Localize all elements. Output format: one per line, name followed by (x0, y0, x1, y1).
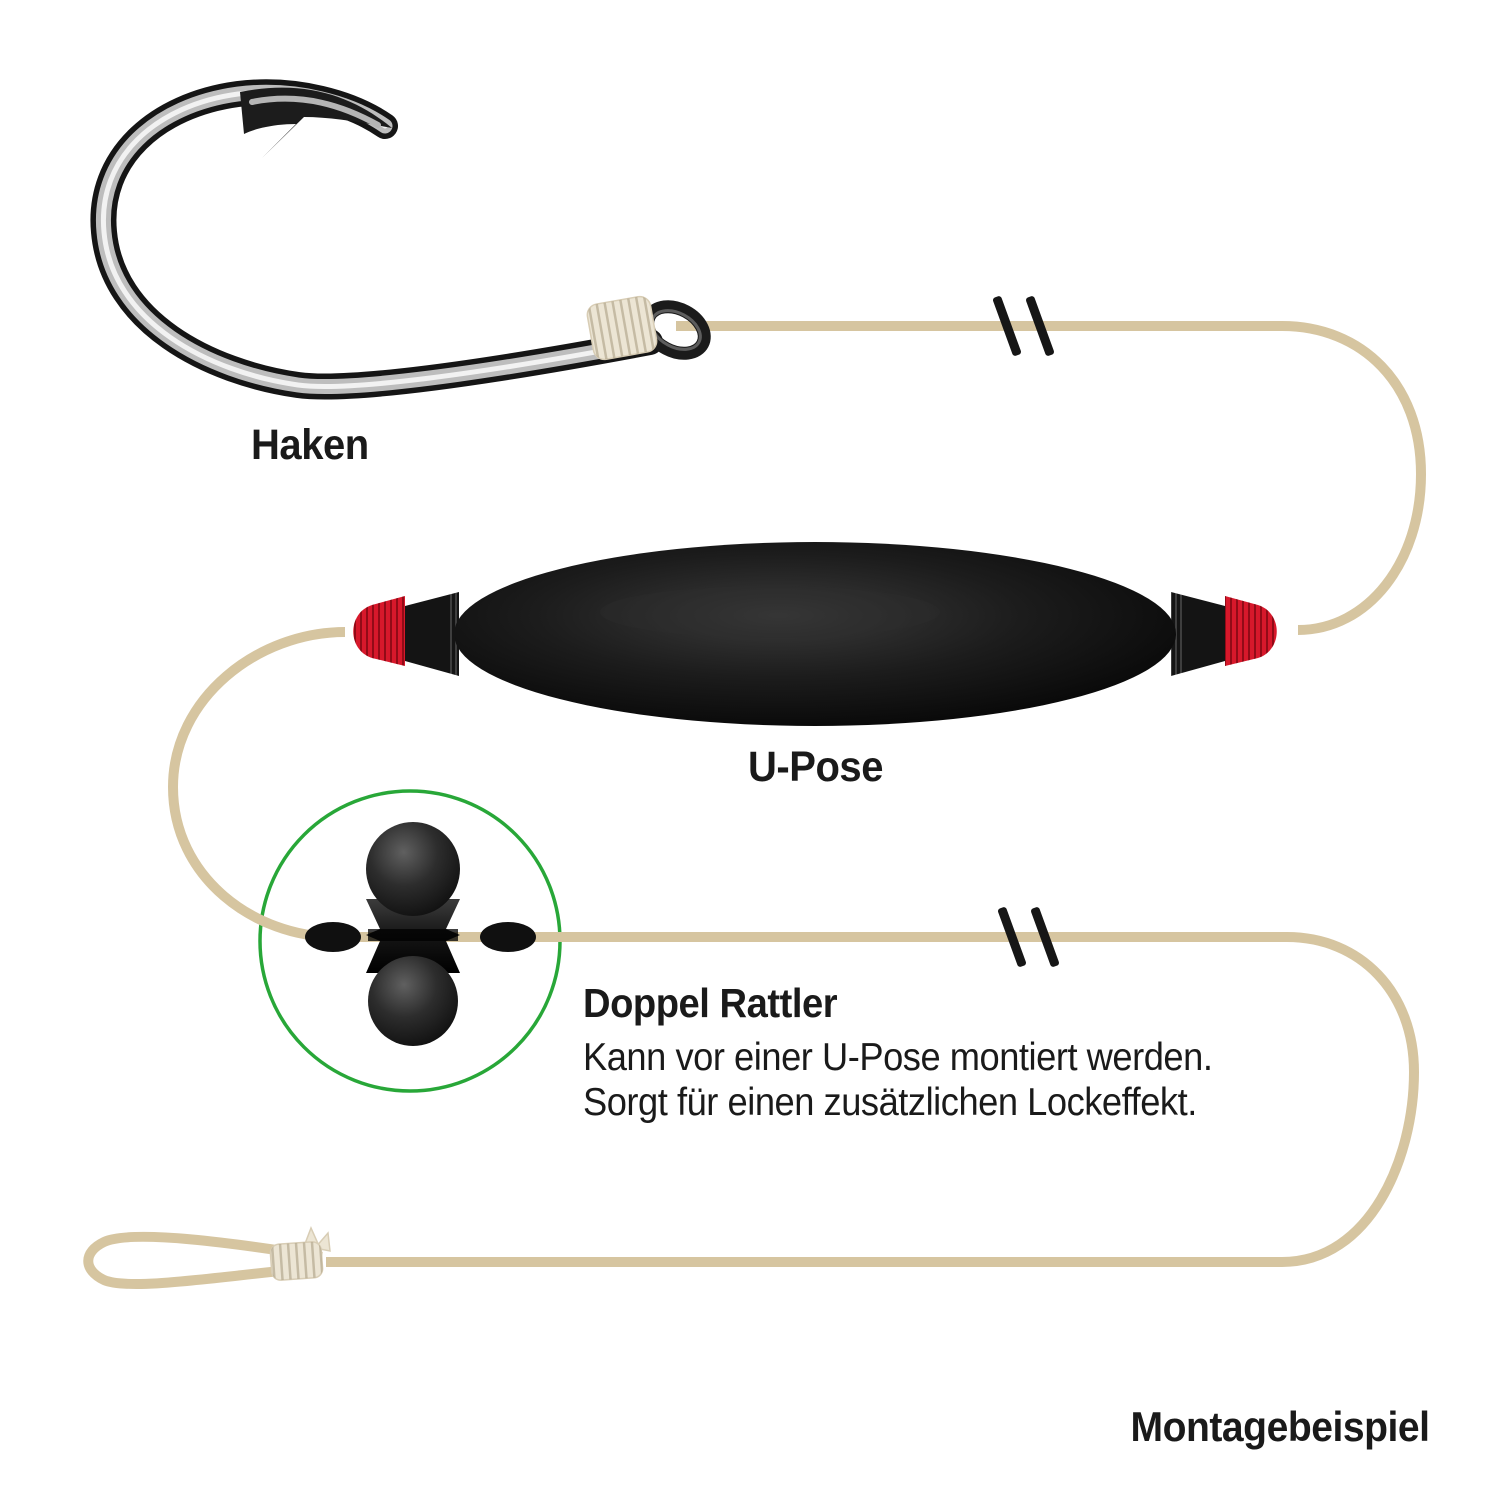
float-collar-left (405, 592, 459, 676)
loop-knot (269, 1226, 331, 1281)
leader-line-top (676, 321, 1427, 635)
stop-bead-left (305, 922, 361, 952)
rattler-ball-top (366, 822, 460, 916)
doppel-rattler (305, 822, 536, 1046)
hook-wire-steel (95, 84, 658, 394)
hook-point-barb (240, 87, 392, 158)
rattler-annotation-line-1: Kann vor einer U-Pose montiert werden. (583, 1036, 1213, 1079)
float-body (454, 542, 1176, 726)
hook-snell-knot (586, 295, 658, 361)
float-label: U-Pose (748, 743, 883, 791)
hook-point-shine (249, 95, 381, 128)
red-stopper-right (1225, 596, 1277, 666)
hook-label: Haken (251, 421, 369, 469)
caption-label: Montagebeispiel (1130, 1403, 1431, 1450)
leader-line-bottom (167, 627, 1420, 1267)
rattler-annotation: Doppel Rattler Kann vor einer U-Pose mon… (583, 980, 1213, 1125)
hook-illustration (90, 79, 711, 400)
rattler-line-channel (368, 929, 458, 941)
rattler-ball-bottom (368, 956, 458, 1046)
float-highlight (600, 586, 940, 638)
line-break-marks-bottom (998, 907, 1059, 967)
stop-bead-right (480, 922, 536, 952)
rattler-annotation-title: Doppel Rattler (583, 980, 838, 1026)
u-pose-float (353, 542, 1277, 726)
line-break-marks-top (993, 296, 1054, 356)
red-stopper-left (353, 596, 405, 666)
float-collar-right (1171, 592, 1225, 676)
line-end-loop (83, 1231, 323, 1289)
rattler-annotation-line-2: Sorgt für einen zusätzlichen Lockeffekt. (583, 1081, 1197, 1124)
